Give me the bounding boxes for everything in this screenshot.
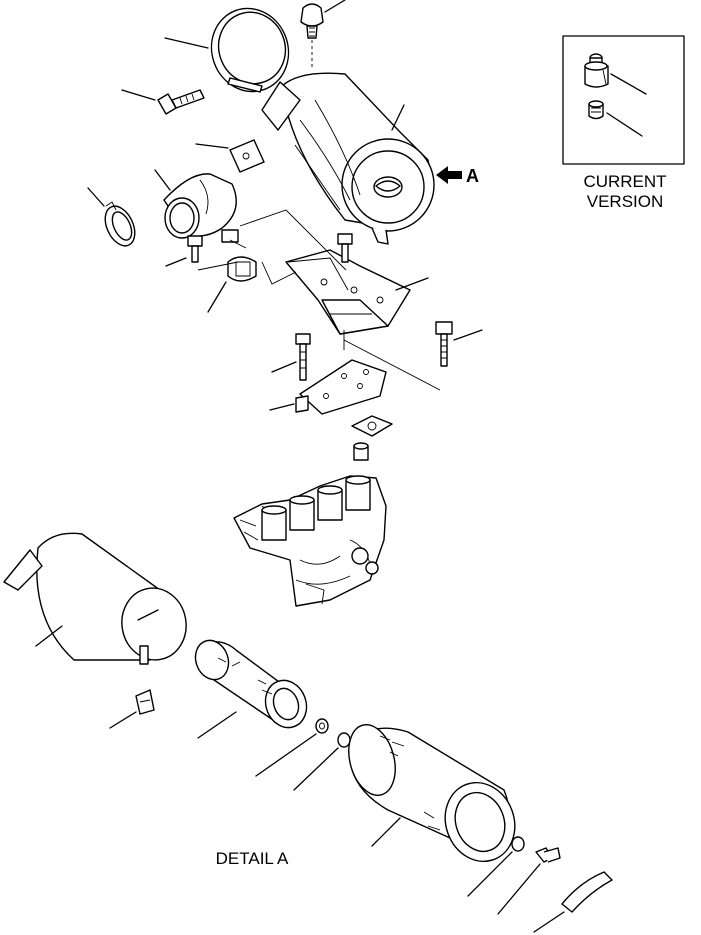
rubber-mount	[207, 256, 257, 313]
fitting	[353, 442, 369, 461]
wing-nut	[497, 847, 561, 915]
inset-adapter	[588, 100, 604, 120]
safety-element	[194, 639, 308, 739]
primary-element	[348, 724, 516, 863]
long-bolt-left	[271, 333, 311, 381]
current-version-inset	[562, 35, 685, 165]
bracket-bolt-3	[337, 233, 353, 263]
air-cleaner-assembly	[261, 72, 435, 245]
washer-3	[467, 836, 525, 897]
inset-caption-line2: VERSION	[587, 192, 664, 211]
adapter-plate	[269, 359, 387, 415]
gasket	[351, 415, 393, 437]
evacuator-hose	[533, 871, 613, 933]
leader-line	[610, 73, 647, 95]
engine-intake-manifold	[233, 475, 387, 607]
detail-caption: DETAIL A	[216, 849, 289, 868]
bracket-bolt-1	[165, 235, 203, 267]
mounting-band	[164, 7, 290, 93]
long-bolt-right	[435, 321, 483, 367]
washer-2	[293, 732, 351, 791]
leader-line	[606, 112, 643, 137]
bracket-bolt-2	[221, 229, 247, 249]
vacuator-valve	[109, 689, 155, 729]
washer-1	[255, 718, 329, 777]
view-arrow-label: A	[466, 166, 479, 186]
mounting-bracket	[285, 249, 429, 335]
restriction-indicator	[300, 0, 346, 70]
hose-clamp-left	[87, 187, 136, 247]
hose-clamp-upper	[195, 139, 265, 173]
inset-restriction-indicator	[584, 53, 609, 88]
intake-elbow	[154, 169, 237, 239]
inset-caption-line1: CURRENT	[583, 172, 666, 191]
view-arrow	[436, 166, 462, 184]
cleaner-housing	[3, 532, 187, 665]
band-bolt	[121, 89, 205, 115]
inset-frame	[562, 35, 685, 165]
